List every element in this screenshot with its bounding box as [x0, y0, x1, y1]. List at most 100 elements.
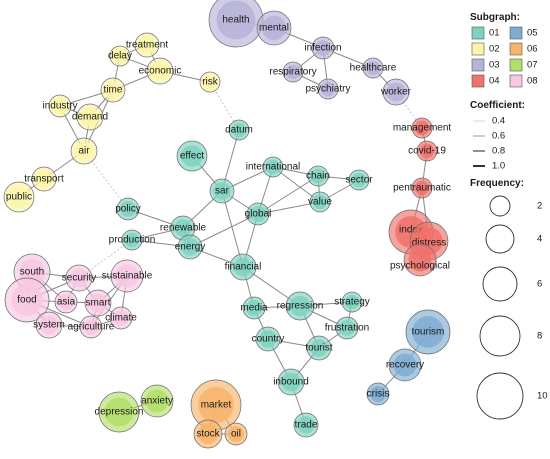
node-core-climate: [113, 310, 129, 326]
legend-coef-label-2: 0.8: [492, 146, 505, 157]
legend-swatch-02: [471, 42, 485, 56]
legend-subgraph-label-02: 02: [489, 44, 500, 55]
node-management: management: [393, 117, 451, 139]
legend-freq-circle-10: [476, 372, 524, 420]
node-core-regression: [289, 295, 311, 317]
node-recovery: recovery: [386, 348, 424, 382]
legend-freq-label-6: 6: [537, 279, 542, 290]
node-demand: demand: [72, 103, 108, 131]
node-production: production: [109, 229, 155, 251]
node-inbound: inbound: [273, 368, 309, 396]
node-food: food: [4, 277, 50, 323]
legend-freq-label-2: 2: [537, 201, 542, 212]
node-core-psychological: [408, 248, 432, 272]
legend-swatch-07: [509, 58, 523, 72]
node-label-south: south: [20, 267, 44, 278]
node-core-system: [39, 315, 59, 335]
legend-subgraph-label-03: 03: [489, 60, 500, 71]
node-mental: mental: [256, 10, 292, 46]
node-label-frustration: frustration: [325, 323, 369, 334]
node-core-food: [11, 284, 43, 316]
node-policy: policy: [115, 197, 141, 221]
legend-freq-label-10: 10: [537, 391, 548, 402]
node-core-respiratory: [285, 64, 301, 80]
node-core-anxiety: [145, 389, 169, 413]
node-core-production: [124, 232, 140, 248]
node-label-climate: climate: [105, 313, 137, 324]
legend-freq-circle-4: [485, 224, 515, 254]
node-core-international: [265, 159, 281, 175]
node-core-delay: [112, 48, 128, 64]
node-label-asia: asia: [57, 297, 76, 308]
node-tourism: tourism: [405, 309, 451, 355]
node-core-tourism: [412, 316, 444, 348]
node-core-sustainable: [115, 264, 139, 288]
node-label-renewable: renewable: [160, 223, 207, 234]
node-label-covid19: covid-19: [408, 146, 446, 157]
node-label-food: food: [17, 295, 36, 306]
node-respiratory: respiratory: [269, 61, 317, 83]
node-core-management: [414, 120, 430, 136]
node-label-tourism: tourism: [412, 327, 445, 338]
node-psychiatry: psychiatry: [305, 78, 351, 100]
node-label-stock: stock: [196, 429, 220, 440]
node-core-industry: [52, 98, 68, 114]
legend-coef-label-0: 0.4: [492, 116, 505, 127]
legend-subgraph-title: Subgraph:: [470, 12, 520, 23]
node-core-value: [312, 194, 328, 210]
node-core-crisis: [370, 386, 386, 402]
node-label-air: air: [78, 146, 90, 157]
node-core-mental: [261, 15, 287, 41]
node-core-datum: [231, 122, 247, 138]
node-covid19: covid-19: [408, 140, 446, 162]
node-financial: financial: [225, 253, 262, 281]
node-label-financial: financial: [225, 262, 262, 273]
node-core-tourist: [310, 339, 328, 357]
legend-swatch-05: [509, 26, 523, 40]
node-core-worker: [386, 82, 406, 102]
node-label-datum: datum: [225, 125, 253, 136]
legend-freq-label-8: 8: [537, 331, 542, 342]
node-core-sar: [213, 182, 231, 200]
node-anxiety: anxiety: [140, 384, 174, 418]
node-climate: climate: [105, 306, 137, 330]
node-energy: energy: [175, 234, 205, 260]
node-core-trade: [297, 416, 315, 434]
node-label-security: security: [62, 273, 96, 284]
node-depression: depression: [95, 391, 143, 433]
node-trade: trade: [293, 412, 319, 438]
node-health: health: [208, 0, 264, 48]
node-label-healthcare: healthcare: [350, 63, 397, 74]
node-label-smart: smart: [86, 298, 111, 309]
node-system: system: [33, 311, 65, 339]
nodes-layer: healthmentalinfectionrespiratorypsychiat…: [3, 0, 451, 449]
legend-frequency-title: Frequency:: [470, 178, 524, 189]
node-label-media: media: [240, 303, 268, 314]
legend-subgraph-label-01: 01: [489, 28, 500, 39]
node-strategy: strategy: [334, 291, 370, 313]
node-core-policy: [120, 201, 136, 217]
node-core-economic: [150, 61, 170, 81]
node-core-treatment: [138, 36, 156, 54]
legend-subgraph-label-05: 05: [527, 28, 538, 39]
node-core-media: [246, 300, 262, 316]
node-regression: regression: [277, 291, 323, 321]
node-core-financial: [233, 257, 253, 277]
node-label-worker: worker: [380, 87, 412, 98]
node-core-inbound: [281, 372, 301, 392]
node-label-time: time: [104, 85, 123, 96]
node-renewable: renewable: [160, 215, 207, 241]
node-core-global: [250, 206, 266, 222]
legend-swatch-04: [471, 74, 485, 88]
node-media: media: [240, 296, 268, 320]
node-core-strategy: [344, 294, 360, 310]
node-label-global: global: [245, 209, 272, 220]
node-agriculture: agriculture: [68, 315, 115, 339]
node-label-health: health: [222, 15, 249, 26]
node-core-infection: [315, 40, 331, 56]
node-label-value: value: [308, 197, 332, 208]
node-smart: smart: [84, 289, 112, 317]
node-core-sector: [351, 172, 367, 188]
